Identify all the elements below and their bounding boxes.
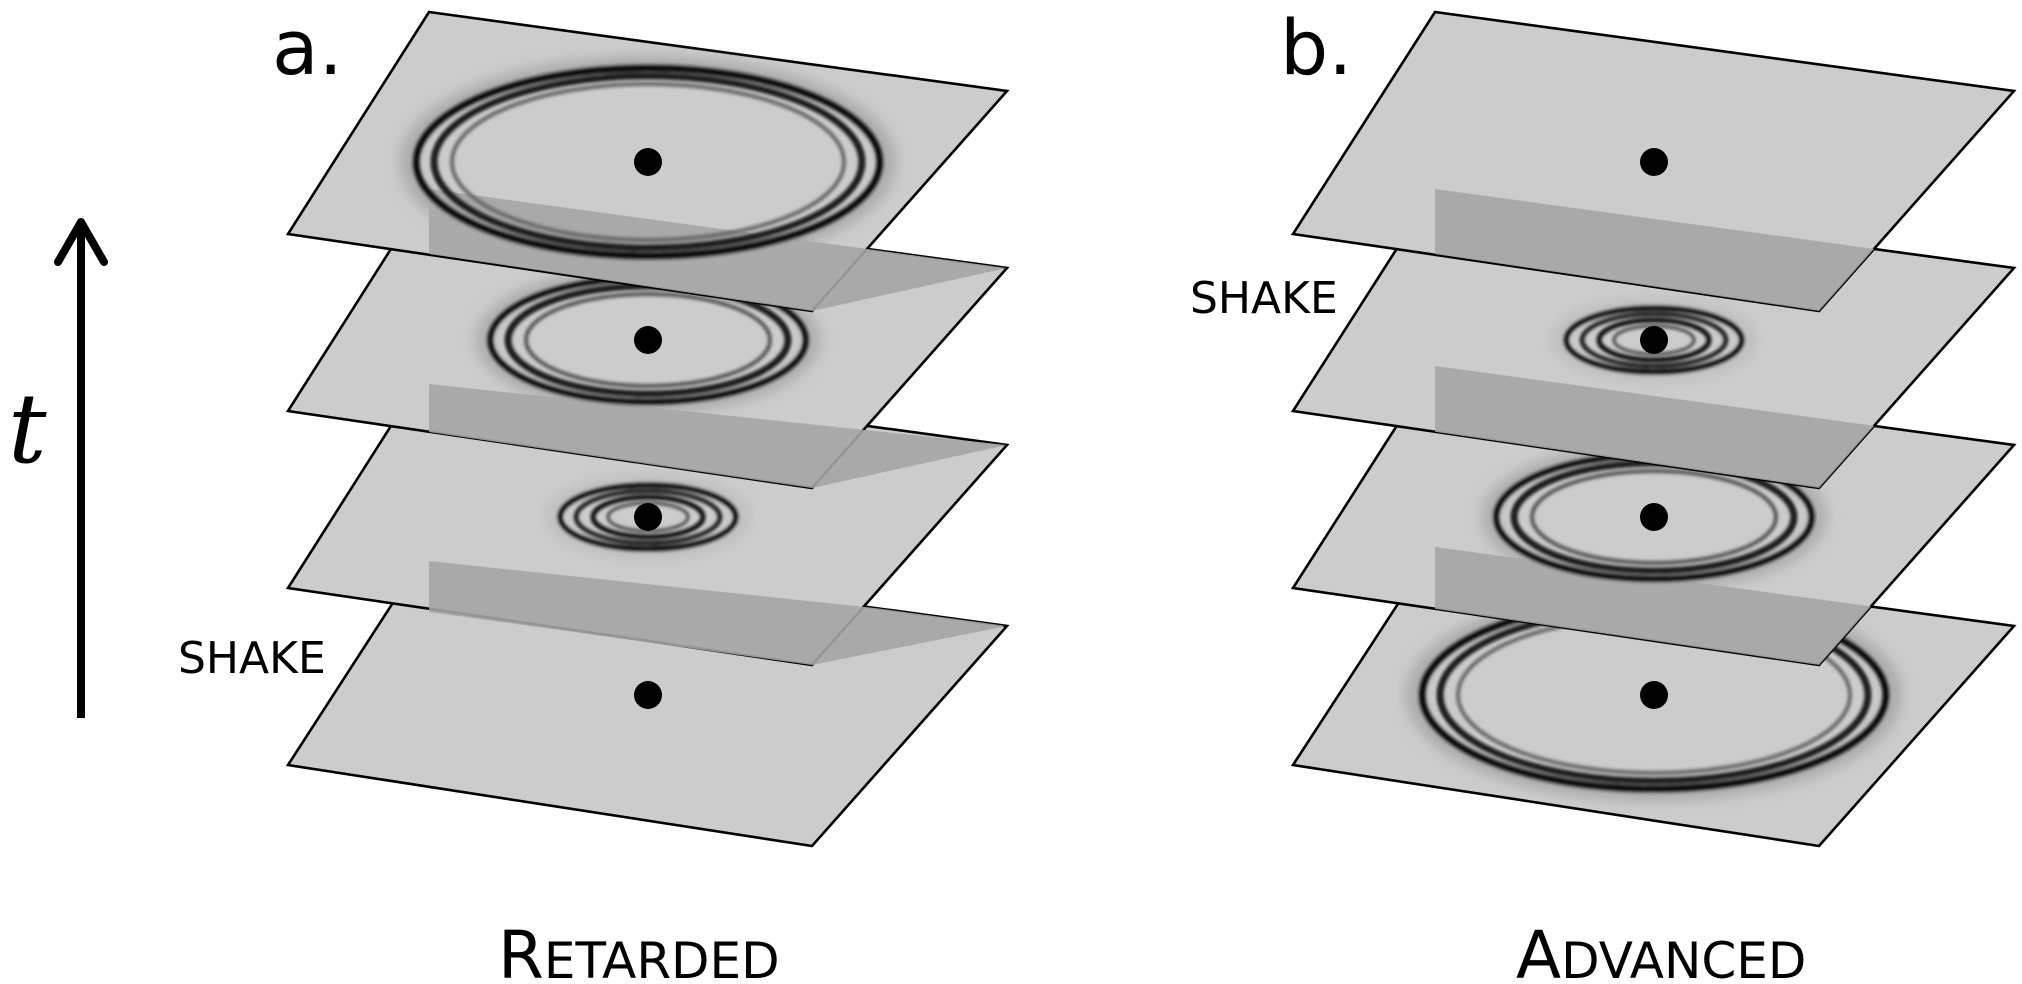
source-dot — [634, 503, 662, 531]
shake-label-b: SHAKE — [1190, 273, 1338, 324]
wave-rings-medium — [476, 267, 820, 413]
caption-retarded-initial: R — [498, 917, 544, 984]
time-label: t — [8, 373, 47, 485]
wave-rings-small — [547, 476, 749, 558]
caption-advanced: ADVANCED — [1516, 917, 1806, 984]
wave-rings-large — [400, 56, 896, 268]
caption-retarded-rest: ETARDED — [544, 932, 780, 984]
caption-retarded: RETARDED — [498, 917, 780, 984]
source-dot — [634, 681, 662, 709]
source-dot — [634, 148, 662, 176]
caption-advanced-rest: DVANCED — [1561, 932, 1806, 984]
source-dot — [1640, 326, 1668, 354]
plane-a-3 — [285, 10, 1010, 313]
time-axis: t — [8, 218, 108, 718]
source-dot — [1640, 681, 1668, 709]
source-dot — [1640, 503, 1668, 531]
source-dot — [1640, 148, 1668, 176]
panel-letter-a: a. — [272, 3, 343, 92]
panel-advanced: b. SHAKE ADVANCED — [1190, 3, 2017, 984]
panel-letter-b: b. — [1280, 3, 1352, 92]
panel-retarded: a. SHAKE RETARDED — [178, 3, 1010, 984]
caption-advanced-initial: A — [1516, 917, 1561, 984]
time-arrow-head-icon — [54, 218, 108, 266]
source-dot — [634, 326, 662, 354]
shake-label-a: SHAKE — [178, 633, 326, 684]
